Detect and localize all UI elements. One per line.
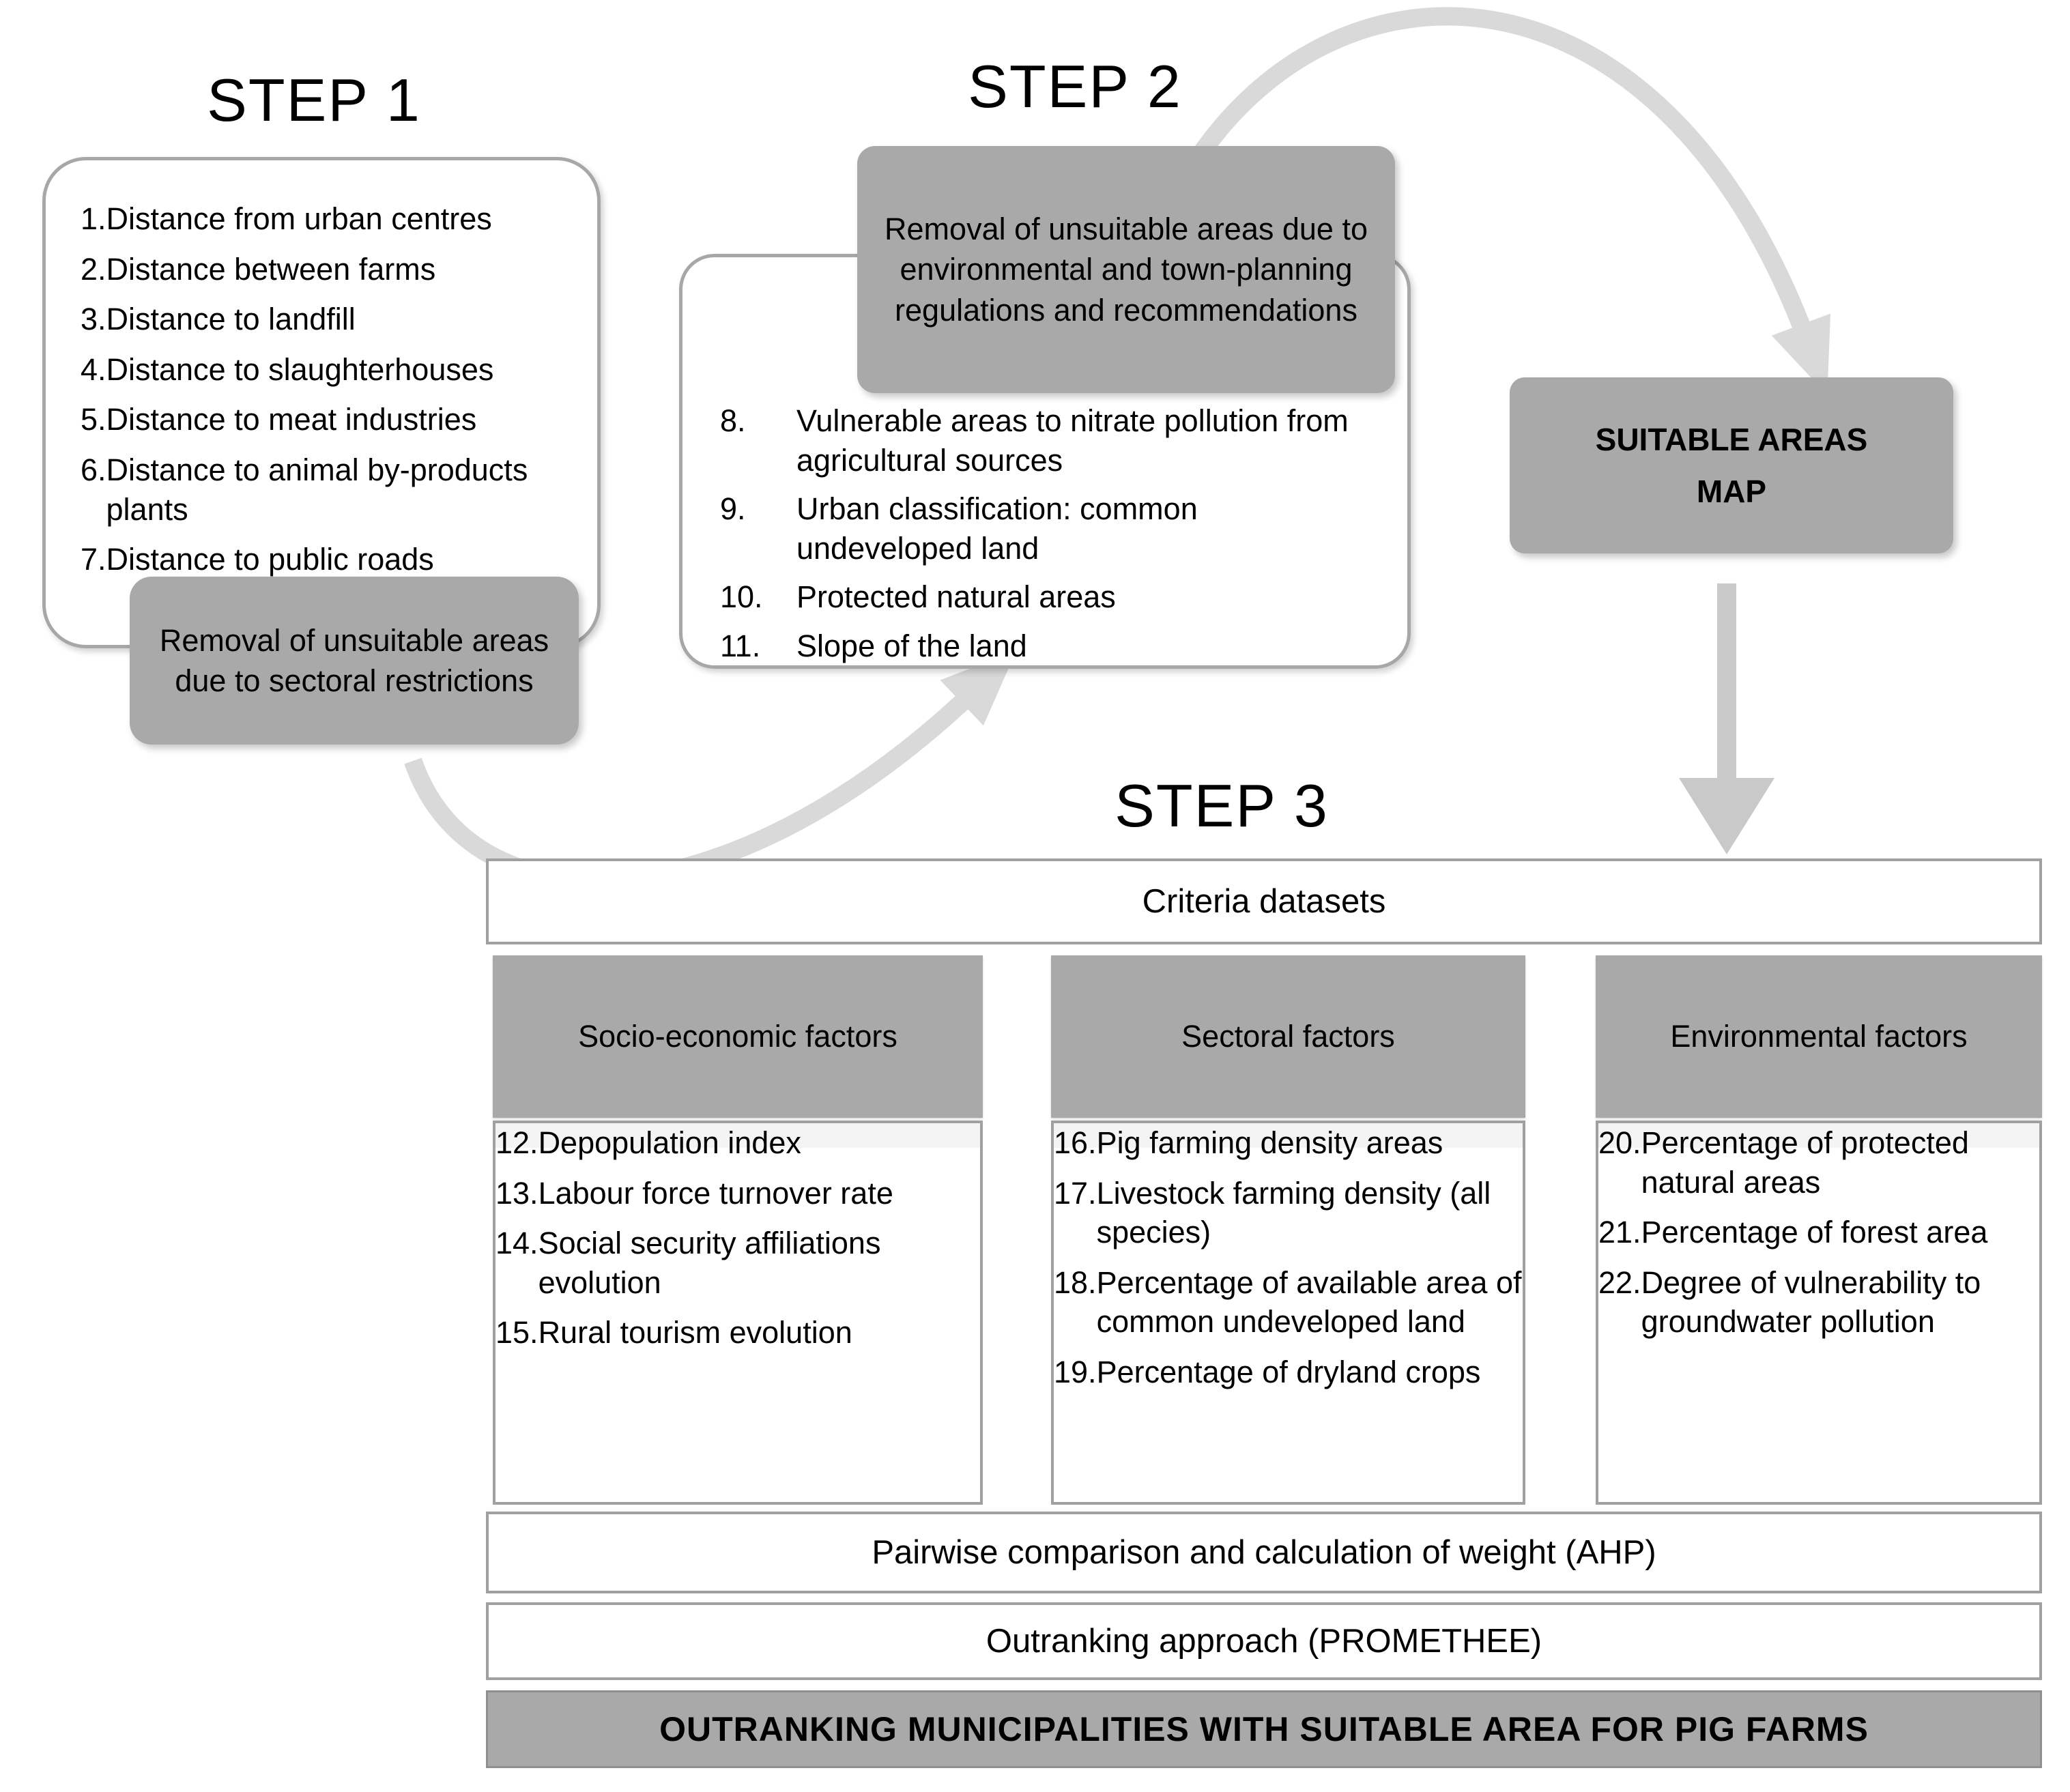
environmental-factors-header: Environmental factors <box>1596 955 2042 1118</box>
item-number: 19. <box>1054 1354 1097 1389</box>
item-number: 5. <box>81 402 106 437</box>
item-number: 4. <box>81 351 106 387</box>
list-item: 14. Social security affiliations evoluti… <box>495 1224 980 1302</box>
item-text: Urban classification: common undeveloped… <box>796 491 1198 566</box>
step3-title: STEP 3 <box>1115 772 1329 839</box>
item-number: 3. <box>81 302 106 337</box>
item-number: 7. <box>81 542 106 577</box>
step1-removal-box: Removal of unsuitable areas due to secto… <box>130 577 579 745</box>
socio-economic-factors-list: 12. Depopulation index 13. Labour force … <box>493 1121 983 1505</box>
list-item: 3. Distance to landfill <box>81 300 565 339</box>
step2-criteria-list: 8. Vulnerable areas to nitrate pollution… <box>720 401 1375 676</box>
criteria-datasets-bar: Criteria datasets <box>486 858 2042 944</box>
item-text: Distance between farms <box>106 251 436 287</box>
item-number: 2. <box>81 251 106 287</box>
item-text: Distance to slaughterhouses <box>106 351 494 387</box>
sectoral-factors-header: Sectoral factors <box>1051 955 1525 1118</box>
sectoral-factors-list: 16. Pig farming density areas 17. Livest… <box>1051 1121 1525 1505</box>
list-item: 2. Distance between farms <box>81 250 565 289</box>
step1-criteria-list: 1. Distance from urban centres 2. Distan… <box>81 199 565 590</box>
item-text: Rural tourism evolution <box>538 1315 852 1350</box>
list-item: 11. Slope of the land <box>720 626 1375 666</box>
item-number: 12. <box>495 1125 538 1160</box>
list-item: 13. Labour force turnover rate <box>495 1174 980 1213</box>
arrow-map-to-criteria-head-icon <box>1679 778 1774 854</box>
item-number: 8. <box>720 403 746 438</box>
list-item: 20. Percentage of protected natural area… <box>1598 1123 2039 1202</box>
list-item: 18. Percentage of available area of comm… <box>1054 1263 1523 1342</box>
item-number: 10. <box>720 579 763 615</box>
list-item: 1. Distance from urban centres <box>81 199 565 239</box>
item-text: Distance to public roads <box>106 542 434 577</box>
list-item: 15. Rural tourism evolution <box>495 1313 980 1353</box>
step1-title: STEP 1 <box>207 66 421 134</box>
item-number: 1. <box>81 201 106 236</box>
item-number: 20. <box>1598 1125 1641 1160</box>
list-item: 12. Depopulation index <box>495 1123 980 1163</box>
curved-arrow-step2-to-map <box>1181 7 1830 395</box>
item-text: Livestock farming density (all species) <box>1096 1175 1491 1250</box>
outranking-municipalities-result-bar: OUTRANKING MUNICIPALITIES WITH SUITABLE … <box>486 1690 2042 1768</box>
item-number: 11. <box>720 628 761 663</box>
list-item: 16. Pig farming density areas <box>1054 1123 1523 1163</box>
step2-title: STEP 2 <box>968 53 1182 120</box>
outranking-approach-bar: Outranking approach (PROMETHEE) <box>486 1602 2042 1680</box>
list-item: 7. Distance to public roads <box>81 540 565 579</box>
list-item: 9. Urban classification: common undevelo… <box>720 489 1375 568</box>
item-text: Pig farming density areas <box>1096 1125 1443 1160</box>
item-number: 22. <box>1598 1264 1641 1300</box>
item-number: 18. <box>1054 1264 1097 1300</box>
list-item: 19. Percentage of dryland crops <box>1054 1353 1523 1392</box>
item-text: Distance to landfill <box>106 302 356 337</box>
item-number: 15. <box>495 1315 538 1350</box>
item-number: 21. <box>1598 1215 1641 1250</box>
item-text: Percentage of dryland crops <box>1096 1354 1481 1389</box>
item-text: Distance from urban centres <box>106 201 492 236</box>
list-item: 17. Livestock farming density (all speci… <box>1054 1174 1523 1252</box>
item-number: 16. <box>1054 1125 1097 1160</box>
list-item: 8. Vulnerable areas to nitrate pollution… <box>720 401 1375 480</box>
item-text: Distance to meat industries <box>106 402 477 437</box>
socio-economic-factors-header: Socio-economic factors <box>493 955 983 1118</box>
step1-criteria-box <box>42 157 601 648</box>
item-text: Depopulation index <box>538 1125 801 1160</box>
environmental-factors-list: 20. Percentage of protected natural area… <box>1596 1121 2042 1505</box>
item-number: 9. <box>720 491 746 527</box>
list-item: 6. Distance to animal by-products plants <box>81 450 565 529</box>
item-text: Labour force turnover rate <box>538 1175 893 1211</box>
item-number: 14. <box>495 1226 538 1261</box>
step2-removal-box: Removal of unsuitable areas due to envir… <box>857 146 1395 393</box>
item-text: Percentage of forest area <box>1641 1215 1988 1250</box>
map-box-line2: MAP <box>1696 474 1767 509</box>
item-text: Social security affiliations evolution <box>538 1226 881 1300</box>
item-text: Vulnerable areas to nitrate pollution fr… <box>796 403 1349 478</box>
suitable-areas-map-box: SUITABLE AREAS MAP <box>1510 377 1953 553</box>
item-number: 6. <box>81 452 106 487</box>
pairwise-comparison-bar: Pairwise comparison and calculation of w… <box>486 1512 2042 1593</box>
list-item: 21. Percentage of forest area <box>1598 1213 2039 1252</box>
item-text: Distance to animal by-products plants <box>106 452 528 527</box>
item-text: Percentage of protected natural areas <box>1641 1125 1969 1200</box>
item-number: 17. <box>1054 1175 1097 1211</box>
item-text: Degree of vulnerability to groundwater p… <box>1641 1264 1981 1340</box>
item-text: Percentage of available area of common u… <box>1096 1264 1522 1340</box>
list-item: 10. Protected natural areas <box>720 577 1375 617</box>
item-text: Protected natural areas <box>796 579 1116 615</box>
list-item: 22. Degree of vulnerability to groundwat… <box>1598 1263 2039 1342</box>
list-item: 4. Distance to slaughterhouses <box>81 350 565 390</box>
map-box-line1: SUITABLE AREAS <box>1595 422 1868 457</box>
item-text: Slope of the land <box>796 628 1027 663</box>
list-item: 5. Distance to meat industries <box>81 400 565 439</box>
item-number: 13. <box>495 1175 538 1211</box>
